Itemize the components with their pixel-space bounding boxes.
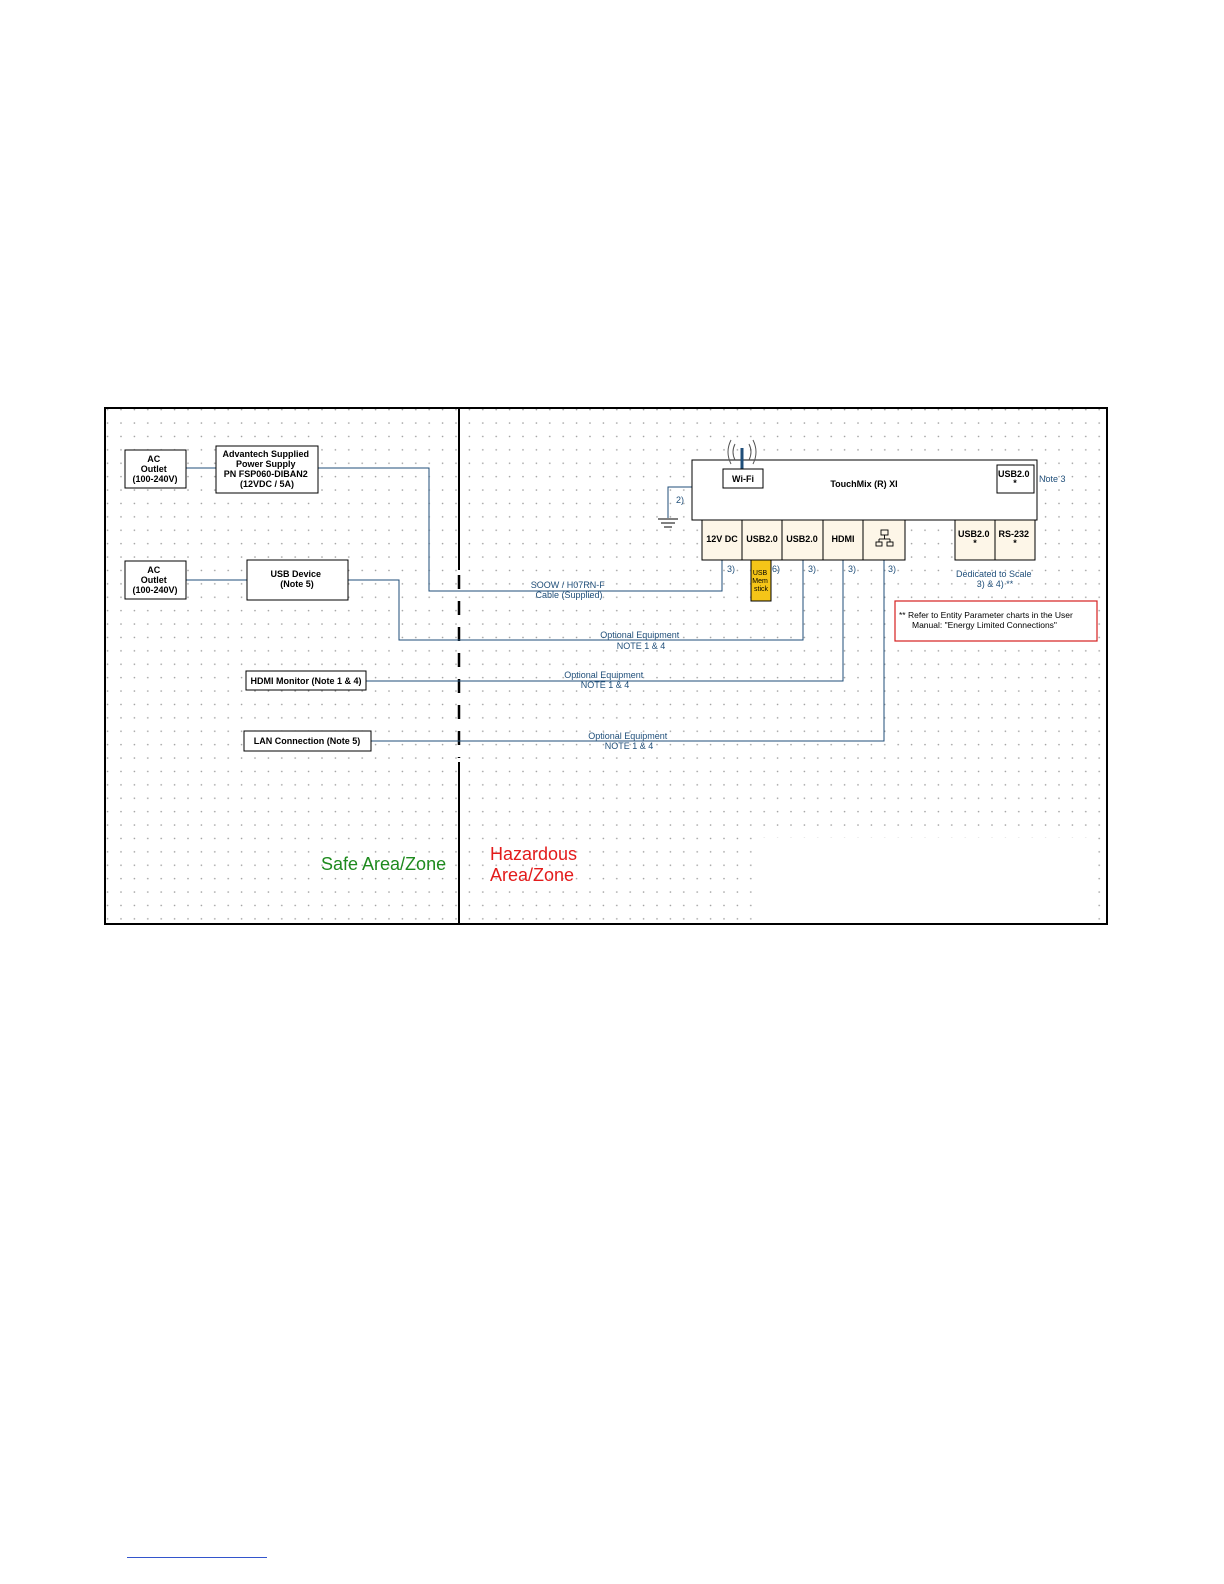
dedicated-note-line-1: Dedicated to Scale — [956, 569, 1032, 579]
port-right-usb-mark: * — [973, 538, 977, 548]
top-usb-port-mark: * — [1013, 478, 1017, 488]
svg-text:USB Mem stick: USB Mem stick — [752, 570, 770, 593]
ground-note-label: 2) — [676, 495, 684, 505]
port-usb-2 — [781, 519, 824, 561]
dedicated-note-line-2: 3) & 4) ** — [977, 579, 1014, 589]
usb-stick-line-2: Mem — [752, 578, 768, 585]
ac-outlet-2-box — [124, 560, 187, 600]
usb-optional-label-line-1: Optional Equipment — [600, 630, 680, 640]
hazard-zone-label-line-2: Area/Zone — [490, 865, 574, 885]
svg-text:USB Device (Note 5): USB Device (Note 5) — [270, 569, 323, 589]
svg-text:SOOW / H07RN-F Cable (Supp: SOOW / H07RN-F Cable (Supplied) — [531, 580, 608, 600]
top-usb-port-label: USB2.0 — [998, 469, 1030, 479]
port-12vdc-label: 12V DC — [706, 534, 738, 544]
lan-optional-label-line-2: NOTE 1 & 4 — [605, 741, 654, 751]
ac-outlet-2-line-1: AC — [147, 565, 160, 575]
power-supply-line-2: Power Supply — [236, 459, 296, 469]
power-cable-label-line-1: SOOW / H07RN-F — [531, 580, 606, 590]
usb-stick-line-3: stick — [754, 586, 769, 593]
hdmi-monitor-box — [245, 670, 367, 691]
port-note-12vdc: 3) — [727, 564, 735, 574]
power-supply-box — [215, 445, 319, 494]
note-3-label: Note 3 — [1039, 474, 1066, 484]
wifi-label: Wi-Fi — [732, 474, 754, 484]
lan-connection-label: LAN Connection (Note 5) — [254, 736, 361, 746]
port-usb-1-label: USB2.0 — [746, 534, 778, 544]
lan-optional-label-line-1: Optional Equipment — [588, 731, 668, 741]
port-usb-2-label: USB2.0 — [786, 534, 818, 544]
port-hdmi-label: HDMI — [832, 534, 855, 544]
svg-text:Optional Equipment NOTE 1: Optional Equipment NOTE 1 & 4 — [600, 630, 682, 651]
wire-hdmi-optional — [366, 560, 844, 682]
svg-text:USB2.0 *: USB2.0 * — [998, 469, 1032, 488]
ethernet-network-icon — [875, 529, 894, 547]
ac-outlet-2-line-3: (100-240V) — [132, 585, 177, 595]
port-note-hdmi: 3) — [848, 564, 856, 574]
usb-optional-label-line-2: NOTE 1 & 4 — [617, 641, 666, 651]
entity-note-line-1: ** Refer to Entity Parameter charts in t… — [899, 610, 1073, 620]
top-usb-port-box — [996, 464, 1035, 494]
wire-lan-optional — [371, 560, 885, 742]
wire-usb-optional — [348, 560, 804, 641]
power-supply-line-3: PN FSP060-DIBAN2 — [224, 469, 308, 479]
ac-outlet-2-line-2: Outlet — [141, 575, 167, 585]
port-12vdc — [701, 519, 743, 561]
entity-parameter-note-box — [894, 600, 1098, 642]
power-supply-line-4: (12VDC / 5A) — [240, 479, 294, 489]
power-supply-line-1: Advantech Supplied — [222, 449, 309, 459]
port-right-usb-label: USB2.0 — [958, 529, 990, 539]
svg-text:Advantech Supplied Power S: Advantech Supplied Power Supply PN FSP06… — [222, 449, 311, 489]
blank-area — [757, 838, 1087, 922]
lan-connection-box — [243, 730, 372, 752]
svg-text:AC Outlet (100-240V): AC Outlet (100-240V) — [132, 565, 177, 595]
wifi-antenna-icon — [727, 439, 757, 470]
usb-stick-line-1: USB — [753, 570, 768, 577]
ac-outlet-1-line-3: (100-240V) — [132, 474, 177, 484]
port-rs232 — [994, 519, 1036, 561]
port-note-usb-1: 6) — [772, 564, 780, 574]
port-rs232-label: RS-232 — [998, 529, 1029, 539]
svg-text:USB2.0 *: USB2.0 * — [958, 529, 992, 548]
ac-outlet-1-box — [124, 449, 187, 489]
footnote-rule — [127, 1557, 267, 1558]
svg-text:RS-232 *: RS-232 * — [998, 529, 1031, 548]
diagram-frame — [104, 407, 1108, 925]
port-ethernet — [862, 519, 906, 561]
wire-power-cable — [318, 467, 723, 592]
port-hdmi — [822, 519, 864, 561]
power-cable-label-line-2: Cable (Supplied) — [535, 590, 602, 600]
svg-text:Optional Equipment NOTE 1: Optional Equipment NOTE 1 & 4 — [564, 670, 646, 690]
device-name: TouchMix (R) XI — [830, 479, 897, 489]
usb-device-line-2: (Note 5) — [280, 579, 314, 589]
ac-outlet-1-line-2: Outlet — [141, 464, 167, 474]
hdmi-monitor-label: HDMI Monitor (Note 1 & 4) — [251, 676, 362, 686]
wire-ground — [667, 486, 692, 518]
usb-device-line-1: USB Device — [270, 569, 321, 579]
ground-icon — [658, 518, 678, 528]
entity-note-line-2: Manual: "Energy Limited Connections" — [912, 620, 1057, 630]
svg-text:** Refer to Entity Parameter c: ** Refer to Entity Parameter charts in t… — [899, 610, 1075, 630]
usb-device-box — [246, 559, 349, 601]
port-rs232-mark: * — [1013, 538, 1017, 548]
hdmi-optional-label-line-1: Optional Equipment — [564, 670, 644, 680]
svg-text:AC Outlet (100-240V): AC Outlet (100-240V) — [132, 454, 177, 484]
hdmi-optional-label-line-2: NOTE 1 & 4 — [581, 680, 630, 690]
usb-memory-stick — [750, 559, 772, 602]
svg-text:Hazardous Area/Zone: Hazardous Area/Zone — [490, 844, 582, 885]
svg-text:Dedicated to Scale 3) & 4): Dedicated to Scale 3) & 4) ** — [956, 569, 1034, 589]
port-note-usb-2: 3) — [808, 564, 816, 574]
ac-outlet-1-line-1: AC — [147, 454, 160, 464]
port-note-ethernet: 3) — [888, 564, 896, 574]
svg-text:Optional Equipment NOTE 1: Optional Equipment NOTE 1 & 4 — [588, 731, 670, 751]
port-right-usb — [954, 519, 996, 561]
safe-zone-label: Safe Area/Zone — [321, 854, 446, 874]
wifi-box — [722, 468, 764, 489]
hazard-zone-label-line-1: Hazardous — [490, 844, 577, 864]
